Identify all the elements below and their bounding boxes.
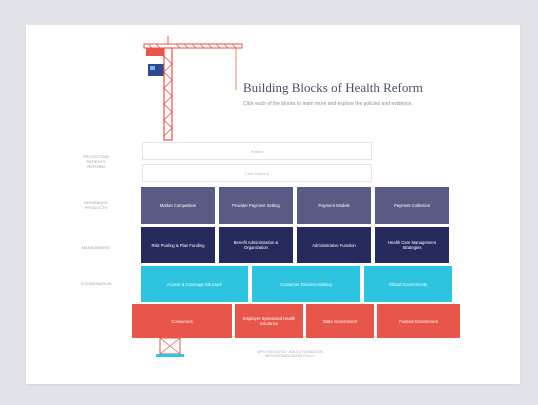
foundation-row: Consumers Employer Sponsored Health Insu… xyxy=(132,304,460,338)
block-provider-payment-setting[interactable]: Provider Payment Setting xyxy=(219,187,293,224)
block-global-governments[interactable]: Global Governments xyxy=(364,266,452,302)
block-patient[interactable]: Patient xyxy=(142,142,372,160)
block-payment-models[interactable]: Payment Models xyxy=(297,187,371,224)
footnote: APPLY RESOURCE · BUILD A FOUNDATION WITH… xyxy=(257,350,323,358)
block-access-coverage[interactable]: Access & Coverage Structure xyxy=(141,266,248,302)
block-benefit-administration[interactable]: Benefit Administration & Organization xyxy=(219,227,293,263)
block-administrative-function[interactable]: Administrative Function xyxy=(297,227,371,263)
block-employer-insurance[interactable]: Employer Sponsored Health Insurance xyxy=(235,304,303,338)
block-health-care-management[interactable]: Health Care Management Strategies xyxy=(375,227,449,263)
access-row: Access & Coverage Structure Consumer Dec… xyxy=(141,266,452,302)
page-title: Building Blocks of Health Reform xyxy=(243,80,423,95)
block-payment-collection[interactable]: Payment Collection xyxy=(375,187,449,224)
block-risk-pooling[interactable]: Risk Pooling & Plan Funding xyxy=(141,227,215,263)
administration-row: Risk Pooling & Plan Funding Benefit Admi… xyxy=(141,227,449,263)
block-consumer-decision-making[interactable]: Consumer Decision-Making xyxy=(252,266,360,302)
side-label-management: MANAGEMENT xyxy=(81,245,111,250)
page-subtitle: Click each of the blocks to learn more a… xyxy=(243,101,413,107)
side-label-goals: PROTECTING PATIENTS REFORM xyxy=(82,154,110,169)
block-care-delivery[interactable]: Care Delivery xyxy=(142,164,372,182)
block-state-government[interactable]: State Government xyxy=(306,304,374,338)
block-federal-government[interactable]: Federal Government xyxy=(377,304,460,338)
block-consumers[interactable]: Consumers xyxy=(132,304,232,338)
block-market-competition[interactable]: Market Competition xyxy=(141,187,215,224)
side-label-insurance: INSURANCE PRODUCTS xyxy=(84,200,108,210)
financing-row: Market Competition Provider Payment Sett… xyxy=(141,187,449,224)
side-label-coordination: COORDINATION xyxy=(80,281,112,286)
